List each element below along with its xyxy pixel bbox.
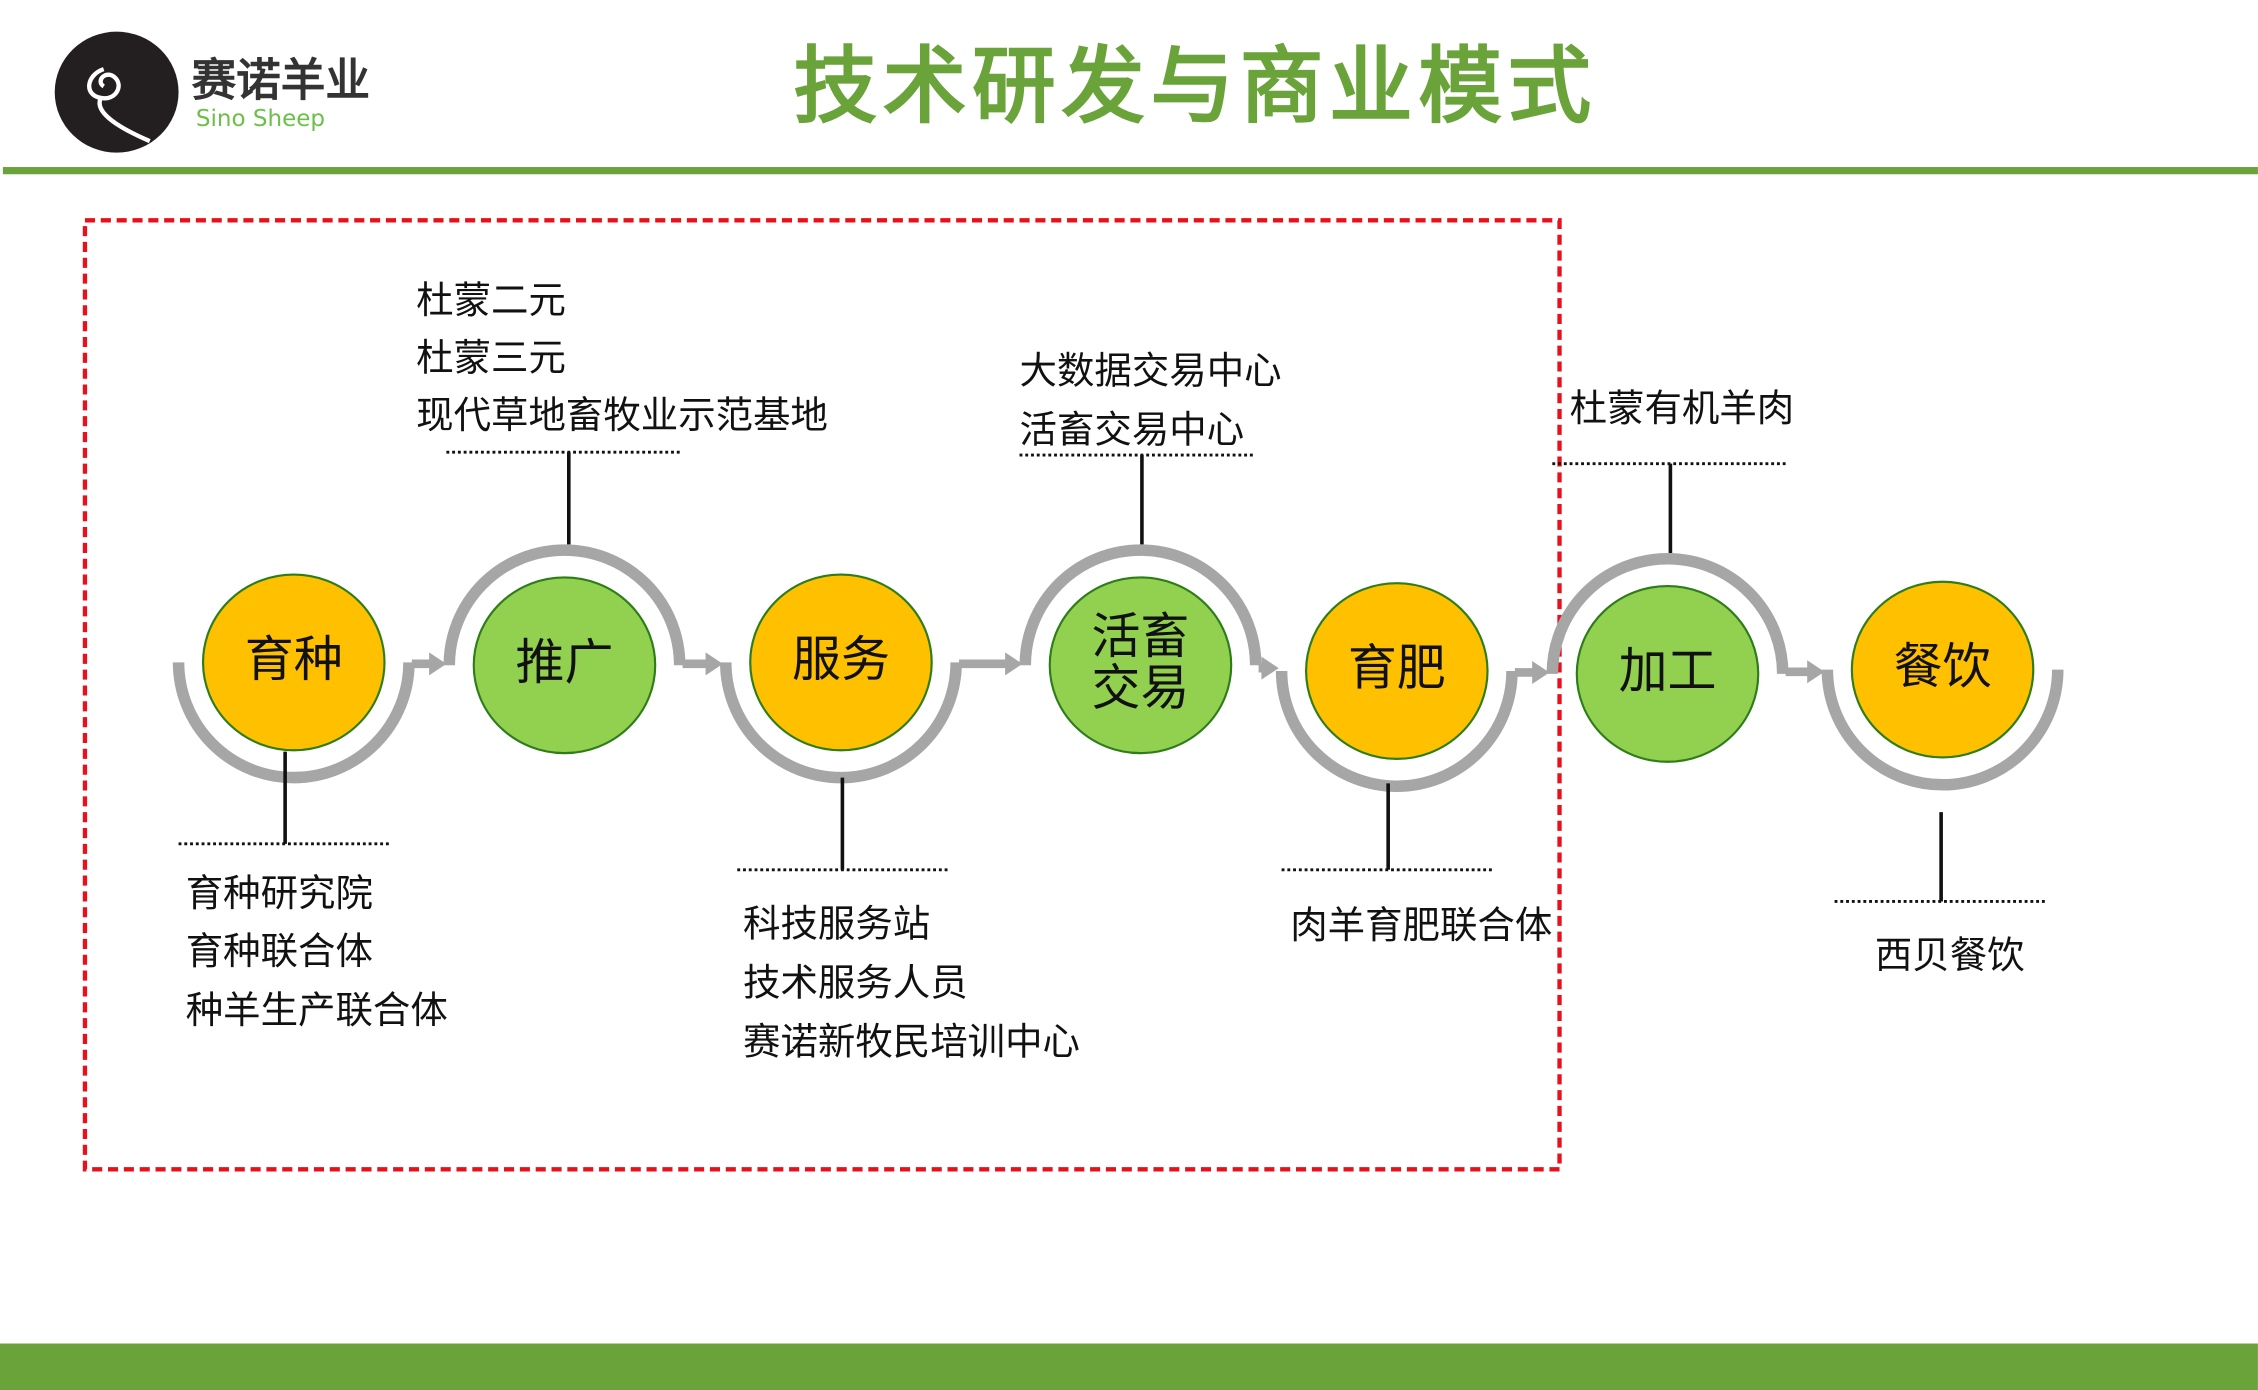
logo: 赛诺羊业 Sino Sheep — [54, 31, 371, 153]
dashed-region — [82, 218, 1562, 1172]
arc-huoxu — [1019, 544, 1262, 666]
node-yuzhong-circle — [201, 573, 386, 752]
annotation-yuzhong: 育种联合体 — [186, 929, 373, 973]
annotation-fuwu: 技术服务人员 — [743, 960, 968, 1004]
arc-yufei — [1275, 671, 1518, 792]
logo-swirl-icon — [87, 67, 151, 144]
arrow-right-icon — [1807, 660, 1825, 684]
node-jiagong-circle — [1575, 585, 1760, 763]
node-canyin-label: 餐饮 — [1894, 638, 1992, 695]
node-yufei-circle — [1305, 582, 1489, 760]
page-title: 技术研发与商业模式 — [793, 37, 1596, 135]
annotation-yuzhong: 种羊生产联合体 — [186, 988, 448, 1032]
annotation-fuwu: 赛诺新牧民培训中心 — [743, 1020, 1080, 1064]
node-tuiguang-circle — [472, 576, 657, 755]
arrow-right-icon — [1005, 652, 1023, 676]
annotation-huoxu: 活畜交易中心 — [1020, 408, 1245, 452]
footer-bar — [0, 1343, 2258, 1390]
annotation-tuiguang: 杜蒙二元 — [416, 278, 566, 322]
logo-cn: 赛诺羊业 — [192, 55, 371, 107]
logo-en: Sino Sheep — [196, 106, 325, 132]
node-huoxu-label: 交易 — [1092, 660, 1190, 717]
annotation-yuzhong: 育种研究院 — [186, 871, 373, 915]
annotation-huoxu: 大数据交易中心 — [1020, 348, 1282, 392]
annotation-tuiguang: 现代草地畜牧业示范基地 — [416, 393, 828, 437]
arc-yuzhong — [172, 662, 415, 784]
arrow-right-icon — [705, 652, 723, 676]
arc-fuwu — [720, 662, 962, 784]
arc-tuiguang — [443, 544, 686, 666]
annotation-tuiguang: 杜蒙三元 — [416, 336, 566, 380]
arrow-right-icon — [1532, 660, 1550, 684]
node-huoxu-circle — [1048, 576, 1233, 755]
node-fuwu-circle — [749, 573, 933, 752]
arrow-right-icon — [1261, 656, 1279, 680]
annotation-jiagong: 杜蒙有机羊肉 — [1570, 386, 1795, 430]
node-jiagong-label: 加工 — [1619, 642, 1717, 699]
arc-canyin — [1821, 669, 2064, 791]
node-yuzhong-label: 育种 — [245, 631, 343, 688]
arrow-right-icon — [429, 652, 447, 676]
node-yufei-label: 育肥 — [1348, 640, 1446, 697]
annotation-yufei: 肉羊育肥联合体 — [1290, 903, 1552, 947]
header-divider — [2, 167, 2258, 175]
node-huoxu-label: 活畜 — [1092, 608, 1190, 665]
node-tuiguang-label: 推广 — [516, 634, 614, 691]
arc-jiagong — [1546, 553, 1789, 674]
annotation-fuwu: 科技服务站 — [743, 901, 930, 945]
node-canyin-circle — [1850, 580, 2035, 759]
node-fuwu-label: 服务 — [792, 631, 890, 688]
annotation-canyin: 西贝餐饮 — [1875, 933, 2025, 977]
